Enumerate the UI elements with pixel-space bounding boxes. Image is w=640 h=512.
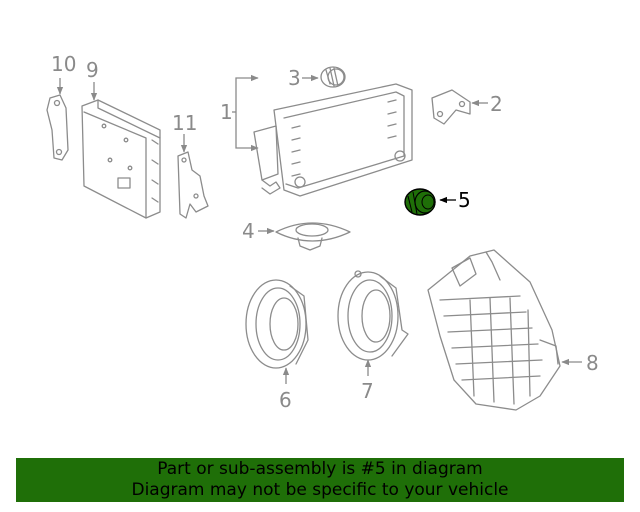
callout-10: 10 (51, 52, 76, 76)
part-7-speaker (337, 270, 409, 376)
callout-11: 11 (172, 111, 197, 135)
part-3-knob (302, 66, 346, 88)
callout-8: 8 (586, 351, 599, 375)
callout-1-leader (232, 74, 259, 152)
part-2-bracket (431, 89, 488, 125)
part-8-assembly (427, 249, 582, 411)
part-6-speaker (245, 279, 309, 384)
callout-9: 9 (86, 58, 99, 82)
callout-2: 2 (490, 92, 503, 116)
banner-line-2: Diagram may not be specific to your vehi… (131, 480, 509, 500)
callout-1: 1 (220, 100, 233, 124)
callout-3: 3 (288, 66, 301, 90)
part-9-control-module (81, 82, 161, 219)
callout-7: 7 (361, 379, 374, 403)
info-banner: Part or sub-assembly is #5 in diagram Di… (16, 458, 624, 502)
part-5-knob-highlighted (404, 188, 456, 216)
callout-4: 4 (242, 219, 255, 243)
banner-line-1: Part or sub-assembly is #5 in diagram (157, 459, 483, 479)
part-11-bracket (177, 134, 209, 219)
part-4-tweeter (258, 222, 351, 251)
part-1-display-unit (253, 83, 413, 197)
parts-diagram: 10 9 11 1 (46, 52, 599, 412)
callout-5: 5 (458, 188, 471, 212)
part-10-bracket (46, 78, 69, 161)
callout-6: 6 (279, 388, 292, 412)
